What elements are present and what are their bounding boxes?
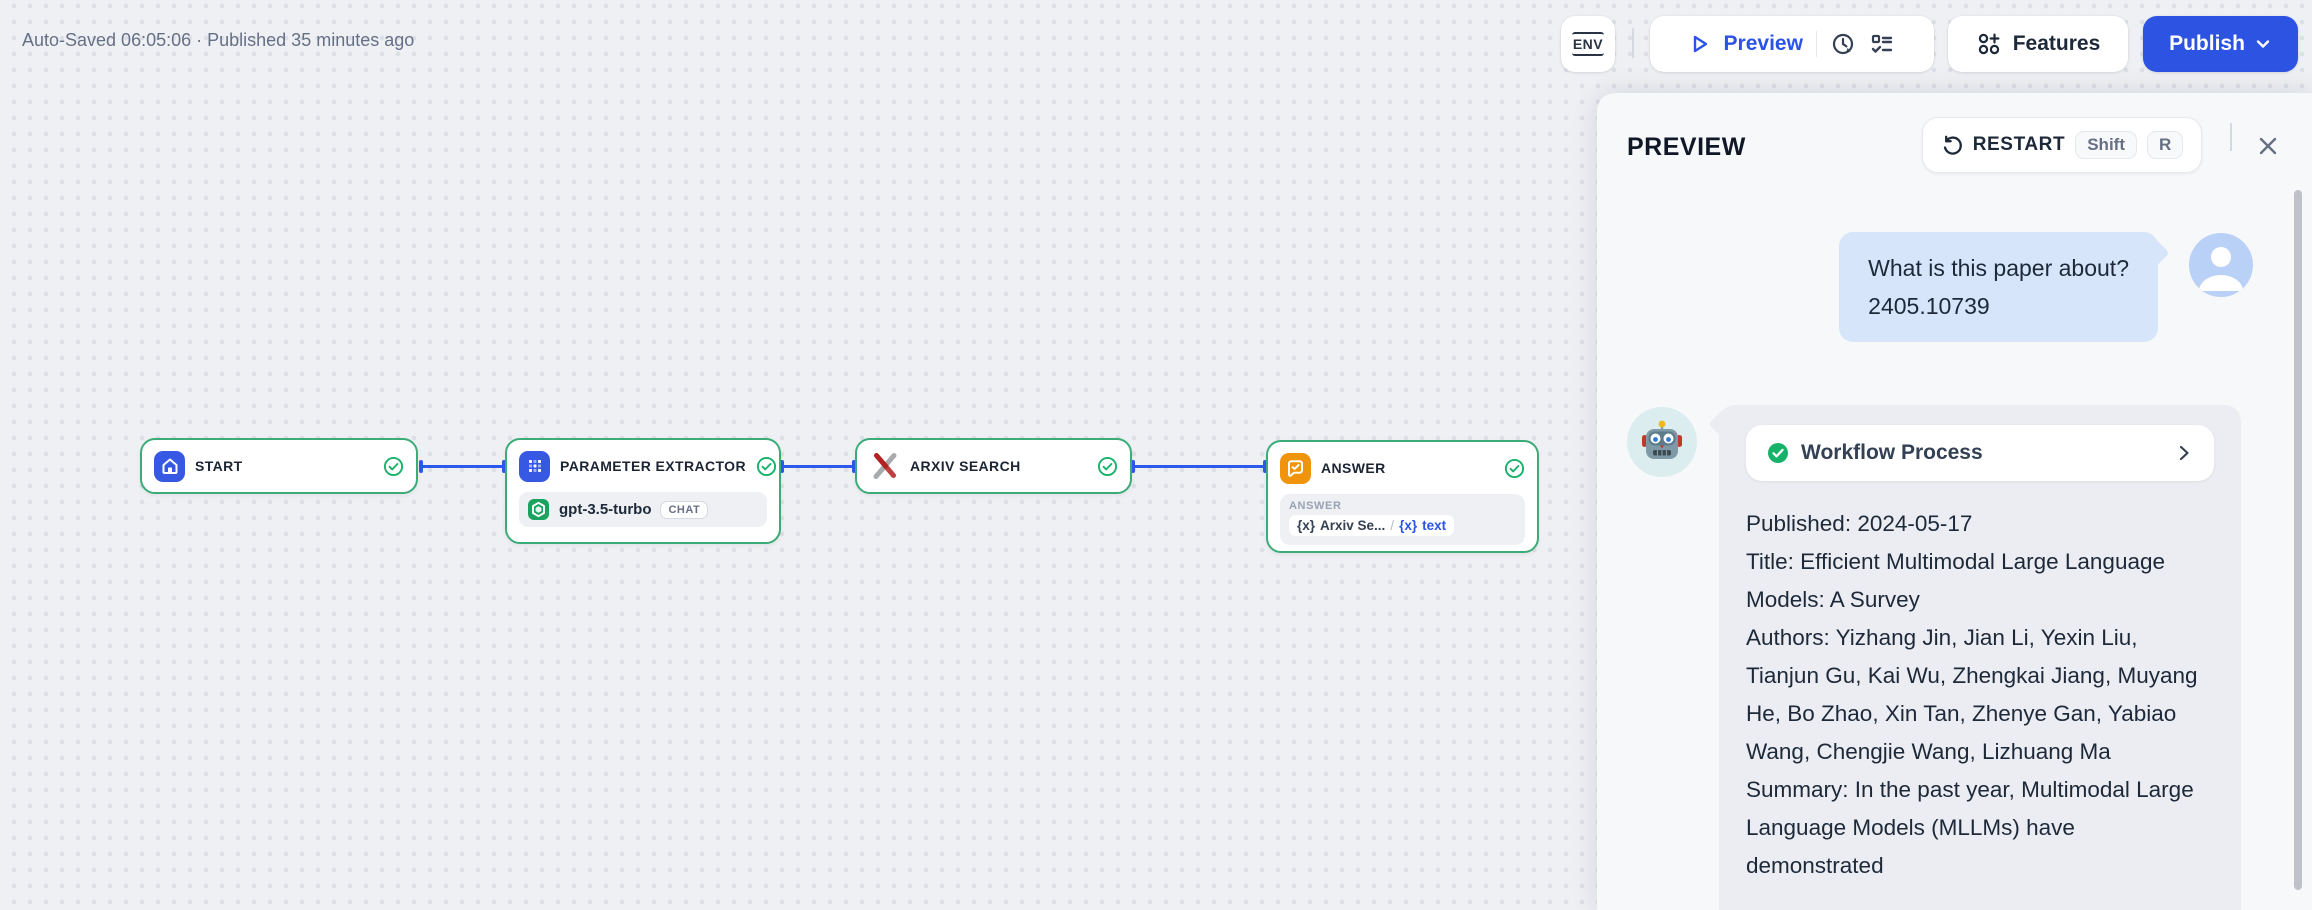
env-icon: ENV — [1571, 32, 1605, 56]
preview-group-divider — [1815, 31, 1818, 57]
publish-button[interactable]: Publish — [2143, 16, 2298, 72]
restart-button[interactable]: RESTART Shift R — [1922, 117, 2202, 173]
node-title: ANSWER — [1321, 460, 1386, 476]
kbd-r: R — [2147, 131, 2184, 159]
preview-panel-title: PREVIEW — [1627, 133, 1746, 161]
user-avatar — [2189, 233, 2253, 297]
chevron-right-icon — [2174, 443, 2194, 463]
success-check-icon — [1766, 441, 1790, 465]
model-name: gpt-3.5-turbo — [559, 501, 652, 518]
node-success-icon — [1504, 458, 1525, 479]
model-mode-badge: CHAT — [660, 500, 709, 519]
variable-separator: / — [1390, 518, 1395, 533]
bot-avatar — [1627, 407, 1697, 477]
features-button[interactable]: Features — [1948, 16, 2128, 72]
edge-arxiv-to-answer — [1131, 460, 1267, 473]
node-start[interactable]: START — [140, 438, 418, 494]
answer-output-label: ANSWER — [1289, 500, 1342, 512]
home-icon — [154, 450, 185, 482]
panel-scrollbar[interactable] — [2294, 190, 2302, 890]
version-history-icon[interactable] — [1830, 31, 1856, 57]
preview-panel: PREVIEW RESTART Shift R What is this pap… — [1597, 93, 2312, 910]
restart-button-label: RESTART — [1972, 134, 2066, 155]
node-answer[interactable]: ANSWER ANSWER {x} Arxiv Se... / {x} text — [1266, 440, 1539, 553]
variable-icon: {x} — [1399, 518, 1418, 533]
bot-message-text: Published: 2024-05-17 Title: Efficient M… — [1746, 511, 2198, 878]
node-arxiv-search[interactable]: ARXIV SEARCH — [855, 438, 1132, 494]
model-selector: gpt-3.5-turbo CHAT — [519, 492, 767, 527]
chevron-down-icon — [2254, 35, 2272, 53]
answer-variable-pill: {x} Arxiv Se... / {x} text — [1289, 515, 1455, 536]
workflow-process-label: Workflow Process — [1801, 441, 1983, 464]
node-success-icon — [383, 456, 404, 477]
features-button-label: Features — [2012, 32, 2101, 55]
features-icon — [1976, 31, 2002, 57]
preview-toolbar-group: Preview — [1650, 16, 1934, 72]
node-parameter-extractor[interactable]: PARAMETER EXTRACTOR gpt-3.5-turbo CHAT — [505, 438, 781, 544]
restart-icon — [1941, 134, 1963, 156]
env-variables-button[interactable]: ENV — [1561, 16, 1615, 72]
node-title: PARAMETER EXTRACTOR — [560, 458, 746, 474]
answer-icon — [1280, 452, 1311, 484]
edge-extractor-to-arxiv — [780, 460, 856, 473]
panel-header-divider — [2230, 123, 2232, 151]
arxiv-icon — [869, 451, 900, 482]
node-success-icon — [1097, 456, 1118, 477]
play-icon[interactable] — [1689, 33, 1711, 55]
parameter-extractor-icon — [519, 450, 550, 482]
bot-message-bubble: Workflow Process Published: 2024-05-17 T… — [1719, 405, 2241, 910]
checklist-icon[interactable] — [1869, 31, 1895, 57]
edge-start-to-extractor — [419, 460, 506, 473]
answer-output-box: ANSWER {x} Arxiv Se... / {x} text — [1280, 494, 1525, 545]
user-message-bubble: What is this paper about? 2405.10739 — [1839, 232, 2158, 342]
close-icon[interactable] — [2253, 131, 2283, 161]
node-title: ARXIV SEARCH — [910, 458, 1021, 474]
preview-button[interactable]: Preview — [1723, 32, 1803, 55]
topbar-divider — [1632, 28, 1634, 58]
variable-target: text — [1422, 518, 1447, 533]
variable-icon: {x} — [1297, 518, 1316, 533]
openai-icon — [527, 498, 550, 521]
node-title: START — [195, 458, 243, 474]
workflow-process-row[interactable]: Workflow Process — [1746, 425, 2214, 481]
publish-button-label: Publish — [2169, 32, 2245, 55]
autosave-status: Auto-Saved 06:05:06 · Published 35 minut… — [22, 30, 415, 50]
kbd-shift: Shift — [2075, 131, 2137, 159]
variable-source: Arxiv Se... — [1320, 518, 1386, 533]
node-success-icon — [756, 456, 777, 477]
